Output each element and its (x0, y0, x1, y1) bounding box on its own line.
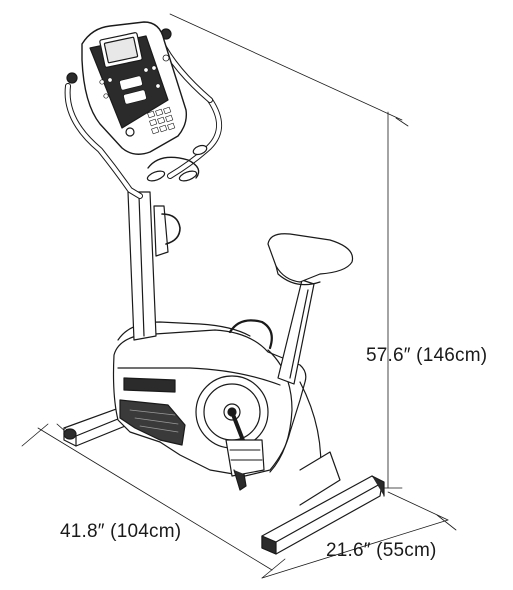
console-mast (127, 191, 181, 341)
width-dimension-label: 21.6″ (55cm) (326, 540, 437, 561)
crank-and-pedal (225, 410, 265, 491)
height-dimension-label: 57.6″ (146cm) (366, 345, 488, 366)
seat-adjust-handle (228, 319, 273, 350)
length-dimension-label: 41.8″ (104cm) (60, 521, 182, 542)
width-dimension-lines (261, 491, 457, 579)
length-dimension-lines (21, 423, 286, 579)
height-dimension-lines (169, 13, 409, 489)
console (81, 21, 188, 155)
handlebars (64, 28, 222, 199)
seat-assembly (267, 233, 354, 385)
rear-stabilizer (261, 451, 385, 555)
